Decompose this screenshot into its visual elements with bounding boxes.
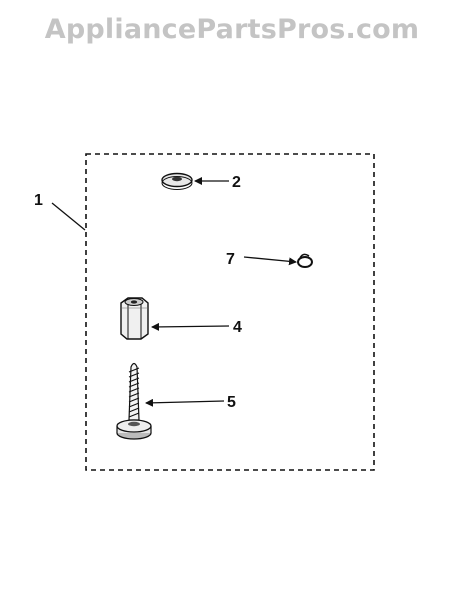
callout-5-label: 5 <box>227 394 236 411</box>
callout-4-label: 4 <box>233 319 242 336</box>
callout-1-leader <box>51 202 86 231</box>
washer-part <box>161 172 193 190</box>
callout-7-label: 7 <box>226 251 235 268</box>
clip-ring-part <box>297 253 313 268</box>
callout-2-label: 2 <box>232 174 241 191</box>
callout-7-leader <box>243 256 297 266</box>
hex-standoff-part <box>120 297 149 340</box>
callout-5-leader <box>145 398 225 407</box>
kit-boundary-dashed-box <box>85 153 375 471</box>
callout-4-leader <box>151 322 230 331</box>
screw-part <box>116 362 152 440</box>
callout-1-label: 1 <box>34 192 43 209</box>
watermark-text: AppliancePartsPros.com <box>44 14 420 45</box>
